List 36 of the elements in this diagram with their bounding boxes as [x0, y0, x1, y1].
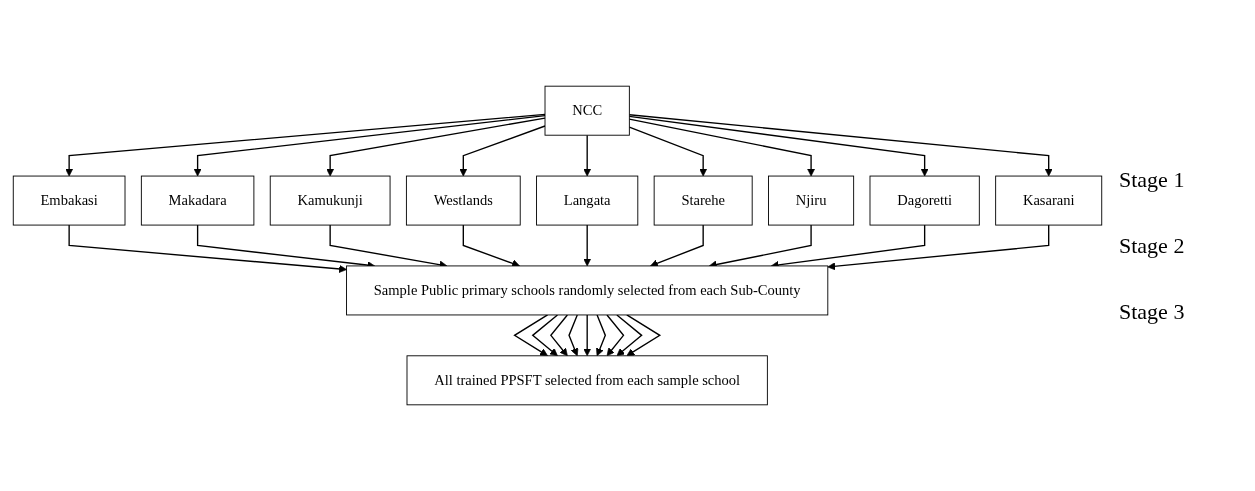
arrow	[513, 314, 549, 357]
arrow	[193, 114, 546, 177]
arrow	[531, 314, 559, 357]
arrow	[827, 224, 1050, 271]
process-box: Sample Public primary schools randomly selected from each Sub-County	[346, 265, 829, 316]
process-box: Kamukunji	[269, 175, 391, 226]
arrow	[606, 314, 625, 357]
arrow	[628, 114, 1053, 177]
arrow	[568, 314, 579, 357]
arrow	[583, 224, 592, 267]
stage-label: Stage 3	[1119, 298, 1186, 325]
process-box: Dagoretti	[869, 175, 980, 226]
arrow	[583, 314, 592, 357]
arrow	[628, 115, 929, 177]
stage-label: Stage 1	[1119, 166, 1186, 193]
arrow	[550, 314, 569, 357]
arrow	[65, 113, 546, 177]
arrow	[628, 126, 708, 177]
stage-label: Stage 2	[1119, 232, 1186, 259]
arrow	[626, 314, 662, 357]
arrow	[616, 314, 643, 357]
process-box: NCC	[544, 85, 630, 136]
process-box: Embakasi	[12, 175, 126, 226]
process-box: Westlands	[405, 175, 521, 226]
arrow	[596, 314, 607, 357]
arrow	[68, 224, 347, 273]
arrow	[583, 134, 592, 177]
process-box: Starehe	[653, 175, 753, 226]
arrow	[628, 118, 816, 177]
process-box: Langata	[536, 175, 639, 226]
process-box: All trained PPSFT selected from each sample school	[406, 355, 768, 406]
arrow	[326, 117, 546, 177]
process-box: Kasarani	[995, 175, 1103, 226]
process-box: Makadara	[140, 175, 255, 226]
process-box: Njiru	[768, 175, 855, 226]
arrow	[459, 125, 546, 177]
